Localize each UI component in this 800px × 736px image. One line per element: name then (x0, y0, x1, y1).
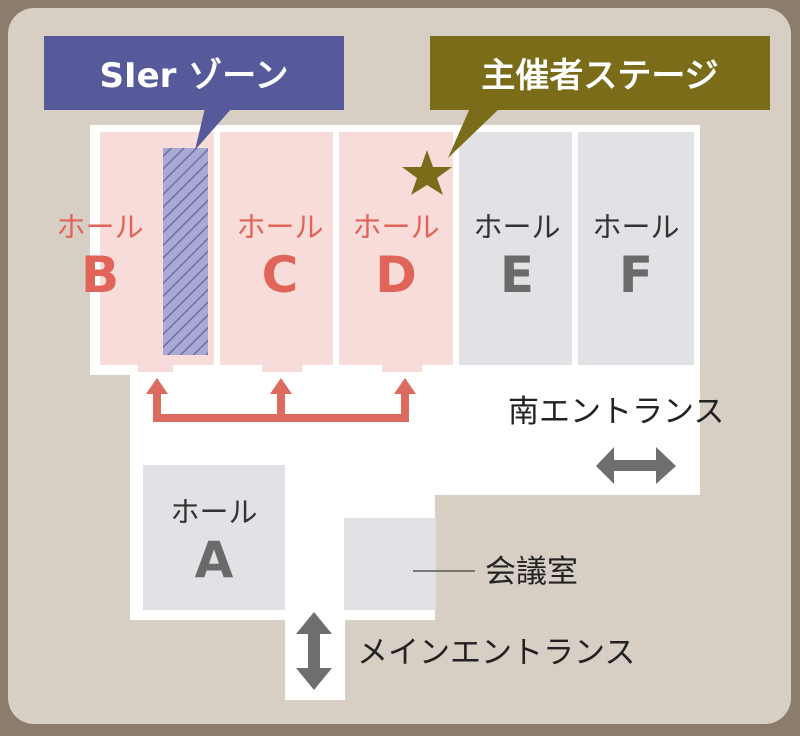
hall-e-label: ホール E (473, 210, 560, 304)
hall-e-letter: E (500, 246, 534, 304)
hall-a-letter: A (195, 531, 234, 589)
hall-a[interactable] (143, 465, 285, 610)
main-entrance-label: メインエントランス (357, 635, 635, 671)
south-entrance-label: 南エントランス (508, 394, 724, 430)
hall-c-prefix: ホール (236, 210, 323, 244)
hall-a-prefix: ホール (170, 495, 257, 529)
hall-f-prefix: ホール (592, 210, 679, 244)
main-entrance-arrow-icon (296, 612, 332, 690)
hall-c[interactable] (220, 132, 333, 365)
hall-d-label: ホール D (352, 210, 439, 304)
hall-e-prefix: ホール (473, 210, 560, 244)
stage-callout: 主催者ステージ (430, 36, 770, 158)
hall-b-prefix: ホール (56, 210, 143, 244)
hall-f-label: ホール F (592, 210, 679, 304)
hall-f-letter: F (619, 246, 653, 304)
hall-a-label: ホール A (170, 495, 257, 589)
hall-c-letter: C (262, 246, 299, 304)
hall-d-letter: D (375, 246, 417, 304)
hall-c-label: ホール C (236, 210, 323, 304)
south-entrance-arrow-icon (596, 447, 676, 484)
meeting-room-label: 会議室 (485, 554, 578, 590)
hall-e[interactable] (459, 132, 572, 365)
sier-zone-label: SIer ゾーン (99, 56, 288, 96)
hall-b-letter: B (81, 246, 119, 304)
star-icon (402, 150, 452, 195)
meeting-room[interactable] (344, 518, 436, 610)
hall-doors (138, 362, 422, 372)
hall-b-label: ホール B (56, 210, 143, 304)
sier-callout: SIer ゾーン (44, 36, 344, 150)
hall-connector-arrows (146, 378, 416, 422)
sier-zone-area (163, 148, 208, 355)
organizer-stage-label: 主催者ステージ (481, 56, 718, 96)
hall-f[interactable] (578, 132, 694, 365)
hall-d-prefix: ホール (352, 210, 439, 244)
